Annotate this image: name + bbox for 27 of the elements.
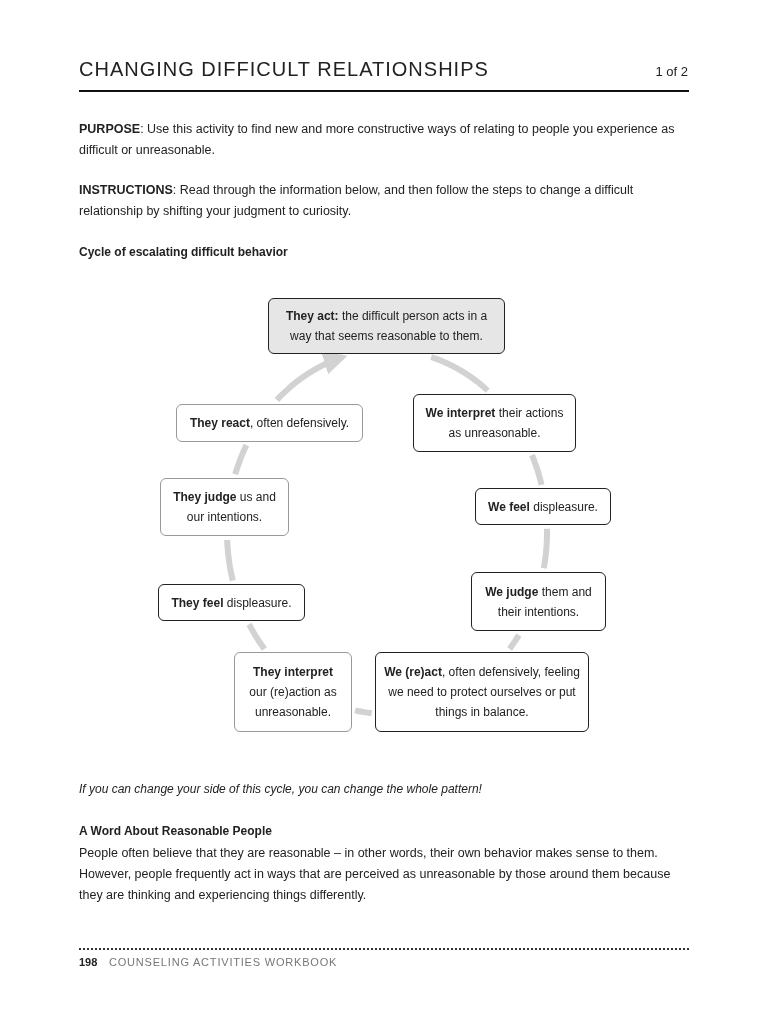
section-heading: Cycle of escalating difficult behavior — [79, 245, 288, 259]
step-box: They judge us and our intentions. — [160, 478, 289, 536]
cycle-line — [224, 538, 236, 583]
step-box: They react, often defensively. — [176, 404, 363, 442]
cycle-line — [353, 707, 374, 717]
body-paragraph: People often believe that they are reasonable – in other words, their own behavior makes sense to them. However, people frequently act in ways that are perceived as unreasonable by those around them because they are thinking and experiencing things differently. — [79, 845, 672, 904]
note-text: If you can change your side of this cycle, you can change the whole pattern! — [79, 782, 482, 796]
step-box: We interpret their actions as unreasonable. — [413, 394, 576, 452]
instructions-paragraph: INSTRUCTIONS: Read through the information below, and then follow the steps to change a difficult relationship by shifting your judgment to curiosity. — [79, 182, 635, 220]
step-box: We feel displeasure. — [475, 488, 611, 525]
cycle-line — [429, 354, 490, 393]
cycle-line — [507, 633, 522, 651]
page-title: CHANGING DIFFICULT RELATIONSHIPS — [79, 58, 489, 81]
page-number-text: 1 of 2 — [655, 64, 688, 79]
cycle-line — [232, 443, 250, 476]
cycle-line — [540, 527, 550, 570]
cycle-line — [246, 622, 267, 651]
section-heading: A Word About Reasonable People — [79, 824, 272, 838]
step-box: They feel displeasure. — [158, 584, 305, 621]
book-title: COUNSELING ACTIVITIES WORKBOOK — [109, 956, 338, 968]
step-box: We (re)act, often defensively, feeling we need to protect ourselves or put things in balance. — [375, 652, 589, 732]
step-box: We judge them and their intentions. — [471, 572, 606, 631]
purpose-paragraph: PURPOSE: Use this activity to find new and more constructive ways of relating to people you experience as difficult or unreasonable. — [79, 121, 676, 159]
cycle-line — [529, 453, 545, 487]
page-number: 198 — [79, 956, 98, 968]
step-box: They interpret our (re)action as unreasonable. — [234, 652, 352, 732]
step-box: They act: the difficult person acts in a way that seems reasonable to them. — [268, 298, 505, 354]
